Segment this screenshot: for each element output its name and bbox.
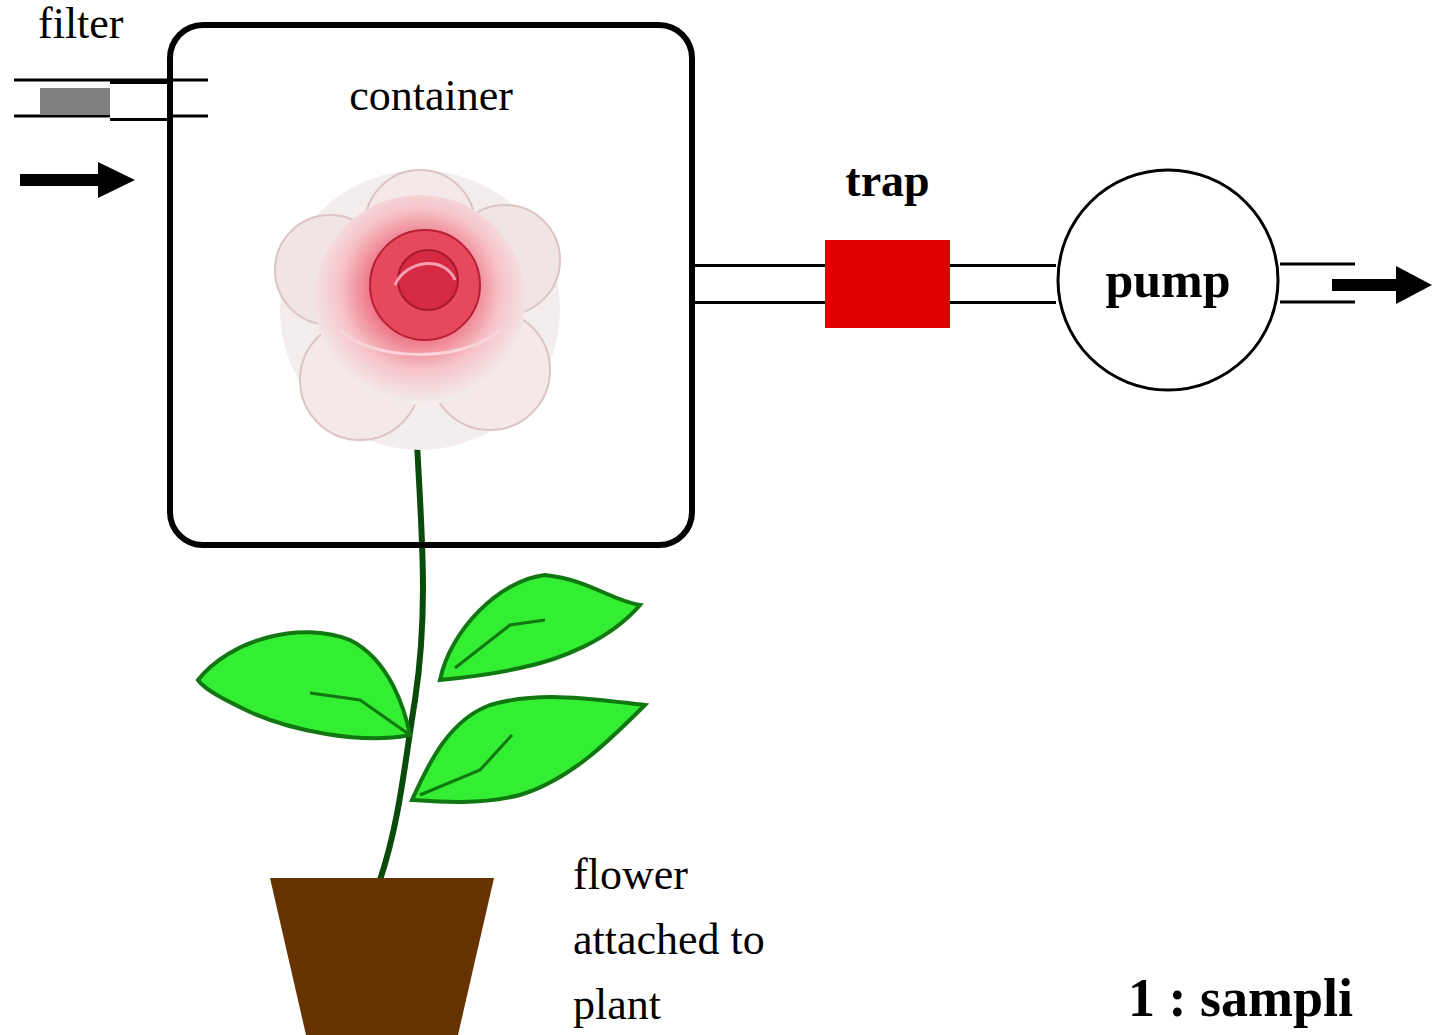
leaf — [412, 697, 645, 802]
tube-wall — [110, 81, 167, 121]
plant-label: flower attached to plant — [573, 842, 793, 1035]
tube-connector — [950, 284, 1056, 285]
stem — [380, 420, 423, 880]
pump-circle: pump — [1056, 168, 1280, 392]
leaf — [440, 575, 640, 680]
tube-connector — [110, 101, 167, 102]
node-label: pump — [1105, 255, 1230, 305]
tube-bore — [950, 267, 1056, 301]
node-label: trap — [845, 158, 929, 204]
tube-wall — [950, 264, 1056, 304]
node-label: container — [349, 74, 513, 118]
figure-caption: 1 : sampli — [1128, 968, 1428, 1028]
trap-box: trap — [825, 240, 950, 328]
tube-bore — [110, 84, 167, 118]
pump-outline — [1058, 170, 1278, 390]
tube-wall — [695, 264, 825, 304]
flow-arrow — [20, 174, 100, 186]
tube-connector — [695, 284, 825, 285]
rose — [275, 170, 560, 450]
flow-arrow — [1332, 279, 1400, 291]
leaf-vein — [420, 735, 512, 795]
flower-pot — [270, 878, 494, 1035]
leaf-vein — [310, 693, 410, 735]
node-label: filter — [38, 2, 124, 46]
tube-bore — [695, 267, 825, 301]
leaf — [198, 632, 410, 738]
leaf-vein — [455, 620, 545, 668]
flow-arrow — [1396, 266, 1432, 304]
flow-arrow — [98, 162, 135, 198]
container-box: container — [167, 22, 695, 548]
outlet-tube — [1280, 301, 1355, 304]
filter-element: filter — [40, 88, 110, 114]
outlet-tube — [1280, 263, 1355, 266]
